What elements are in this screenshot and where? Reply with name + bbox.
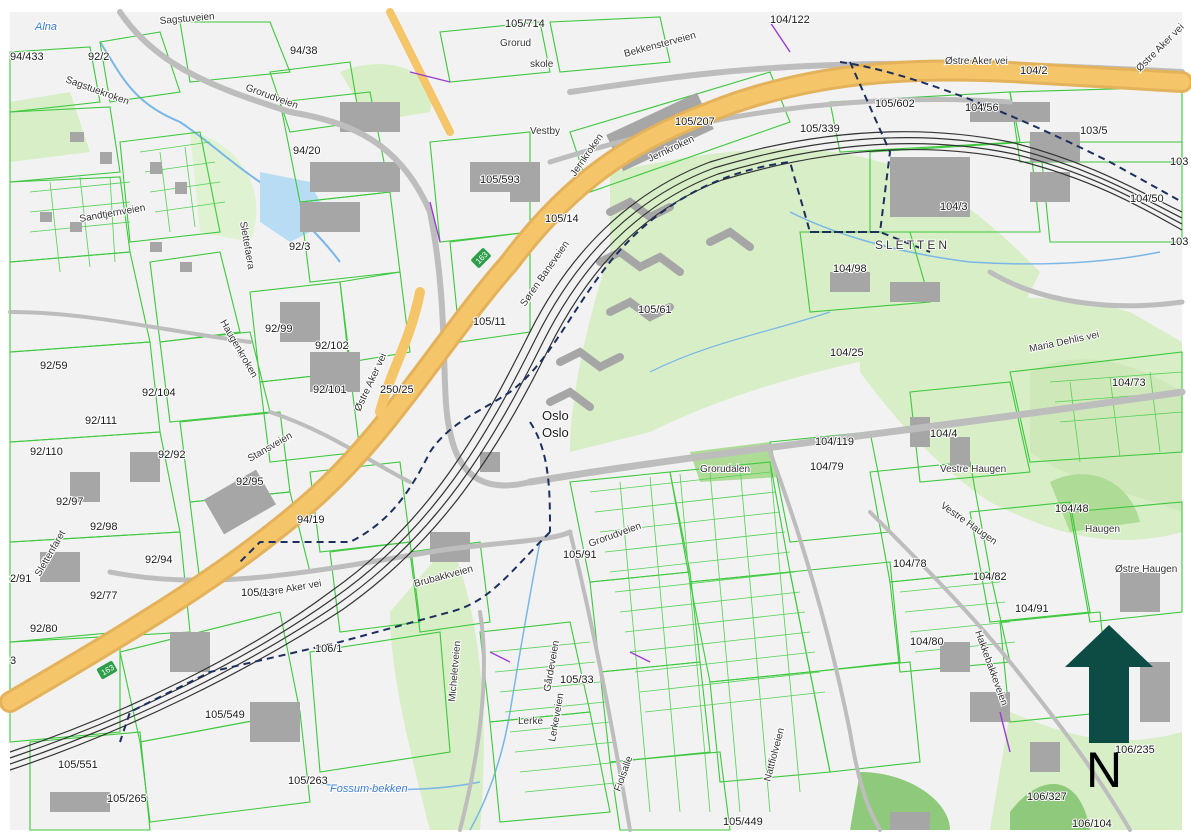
apartment-cluster bbox=[546, 197, 754, 411]
svg-text:Vestre Haugen: Vestre Haugen bbox=[938, 500, 999, 547]
svg-text:94/433: 94/433 bbox=[10, 51, 44, 63]
svg-text:103: 103 bbox=[1170, 236, 1188, 248]
svg-text:106/104: 106/104 bbox=[1072, 818, 1112, 830]
highway-ring-3 bbox=[0, 8, 1191, 713]
svg-text:105/263: 105/263 bbox=[288, 775, 328, 787]
water-label-fossum-bekken: Fossum bekken bbox=[330, 783, 408, 795]
svg-text:105/13: 105/13 bbox=[241, 587, 275, 599]
svg-text:94/19: 94/19 bbox=[297, 514, 325, 526]
railway bbox=[9, 131, 1183, 771]
svg-text:105/33: 105/33 bbox=[560, 674, 594, 686]
svg-text:104/2: 104/2 bbox=[1020, 65, 1048, 77]
svg-text:Østre Aker vei: Østre Aker vei bbox=[1134, 22, 1186, 74]
svg-text:92/3: 92/3 bbox=[289, 241, 310, 253]
svg-text:104/91: 104/91 bbox=[1015, 603, 1049, 615]
svg-text:2/91: 2/91 bbox=[10, 573, 31, 585]
svg-text:Bekkensterveien: Bekkensterveien bbox=[623, 30, 697, 60]
svg-text:Østre Aker vei: Østre Aker vei bbox=[945, 56, 1008, 67]
area-label-sletten: SLETTEN bbox=[875, 238, 950, 252]
svg-text:92/111: 92/111 bbox=[85, 415, 117, 427]
svg-text:105/593: 105/593 bbox=[480, 174, 520, 186]
svg-text:92/77: 92/77 bbox=[90, 590, 118, 602]
place-label-vestre-haugen: Vestre Haugen bbox=[940, 464, 1006, 475]
svg-text:250/25: 250/25 bbox=[380, 384, 414, 396]
svg-text:92/102: 92/102 bbox=[315, 340, 349, 352]
svg-text:105/339: 105/339 bbox=[800, 123, 840, 135]
svg-text:Sagstuveien: Sagstuveien bbox=[159, 11, 215, 27]
svg-text:105/265: 105/265 bbox=[107, 793, 147, 805]
place-label-ostre-haugen: Østre Haugen bbox=[1115, 564, 1177, 575]
place-label-oslo-1: Oslo bbox=[542, 408, 569, 423]
svg-text:92/104: 92/104 bbox=[142, 387, 176, 399]
svg-text:104/119: 104/119 bbox=[815, 436, 854, 448]
svg-text:94/38: 94/38 bbox=[290, 45, 318, 57]
svg-text:92/80: 92/80 bbox=[30, 623, 58, 635]
svg-text:104/82: 104/82 bbox=[973, 571, 1007, 583]
svg-text:104/25: 104/25 bbox=[830, 347, 864, 359]
place-label-haugen: Haugen bbox=[1085, 524, 1120, 535]
svg-text:105/549: 105/549 bbox=[205, 709, 245, 721]
svg-text:92/110: 92/110 bbox=[30, 446, 63, 458]
place-label-grorud: Grorud bbox=[500, 38, 531, 49]
svg-text:104/79: 104/79 bbox=[810, 461, 844, 473]
parcel-labels: 94/433 92/2 94/38 105/714 104/122 104/2 … bbox=[9, 13, 1189, 831]
svg-text:104/3: 104/3 bbox=[940, 201, 968, 213]
special-boundaries bbox=[409, 21, 1011, 753]
water-label-alna: Alna bbox=[34, 21, 57, 33]
svg-text:92/59: 92/59 bbox=[40, 360, 68, 372]
svg-text:92/94: 92/94 bbox=[145, 554, 173, 566]
svg-text:105/602: 105/602 bbox=[875, 98, 915, 110]
parcel-boundaries bbox=[9, 16, 1183, 831]
svg-text:105/449: 105/449 bbox=[723, 816, 763, 828]
svg-text:104/80: 104/80 bbox=[910, 636, 944, 648]
svg-text:Lerkeveien: Lerkeveien bbox=[547, 692, 566, 742]
place-label-lerke: Lerke bbox=[518, 716, 543, 727]
svg-text:105/551: 105/551 bbox=[58, 759, 98, 771]
svg-text:104/48: 104/48 bbox=[1055, 503, 1089, 515]
svg-text:105/714: 105/714 bbox=[505, 18, 545, 30]
svg-text:92/97: 92/97 bbox=[56, 496, 84, 508]
svg-text:3: 3 bbox=[10, 655, 16, 667]
map-canvas[interactable]: 163 163 Alna Fossum bekken SLETTEN Oslo … bbox=[0, 8, 1191, 832]
svg-text:92/99: 92/99 bbox=[265, 323, 293, 335]
svg-text:104/122: 104/122 bbox=[770, 14, 810, 26]
place-label-vestby: Vestby bbox=[530, 126, 560, 137]
svg-text:Nattfiolveien: Nattfiolveien bbox=[762, 727, 787, 783]
svg-text:106/1: 106/1 bbox=[315, 643, 343, 655]
svg-text:92/101: 92/101 bbox=[313, 384, 347, 396]
svg-text:104/4: 104/4 bbox=[930, 428, 958, 440]
boundary-line bbox=[119, 61, 1183, 743]
roads bbox=[8, 9, 1186, 832]
svg-text:105/11: 105/11 bbox=[473, 316, 506, 328]
svg-text:104/98: 104/98 bbox=[833, 263, 867, 275]
place-label-skole: skole bbox=[530, 59, 554, 70]
north-label: N bbox=[1086, 742, 1123, 798]
svg-text:104/50: 104/50 bbox=[1130, 193, 1164, 205]
svg-text:106/327: 106/327 bbox=[1027, 791, 1067, 803]
svg-text:103: 103 bbox=[1170, 156, 1188, 168]
svg-text:106/235: 106/235 bbox=[1115, 744, 1155, 756]
svg-text:104/73: 104/73 bbox=[1112, 377, 1146, 389]
svg-text:105/14: 105/14 bbox=[545, 213, 579, 225]
svg-text:105/207: 105/207 bbox=[675, 116, 715, 128]
place-label-oslo-2: Oslo bbox=[542, 425, 569, 440]
place-label-grorudalen: Grorudalen bbox=[700, 464, 750, 475]
svg-text:104/56: 104/56 bbox=[965, 102, 999, 114]
svg-text:105/61: 105/61 bbox=[638, 304, 672, 316]
svg-text:105/91: 105/91 bbox=[563, 549, 597, 561]
svg-text:92/95: 92/95 bbox=[236, 476, 264, 488]
svg-text:103/5: 103/5 bbox=[1080, 125, 1108, 137]
svg-text:104/78: 104/78 bbox=[893, 558, 927, 570]
svg-text:94/20: 94/20 bbox=[293, 145, 321, 157]
svg-text:92/98: 92/98 bbox=[90, 521, 118, 533]
svg-text:92/2: 92/2 bbox=[88, 51, 109, 63]
svg-text:92/92: 92/92 bbox=[158, 449, 186, 461]
svg-text:Grorudveien: Grorudveien bbox=[587, 521, 642, 550]
north-arrow-icon bbox=[1065, 625, 1153, 743]
